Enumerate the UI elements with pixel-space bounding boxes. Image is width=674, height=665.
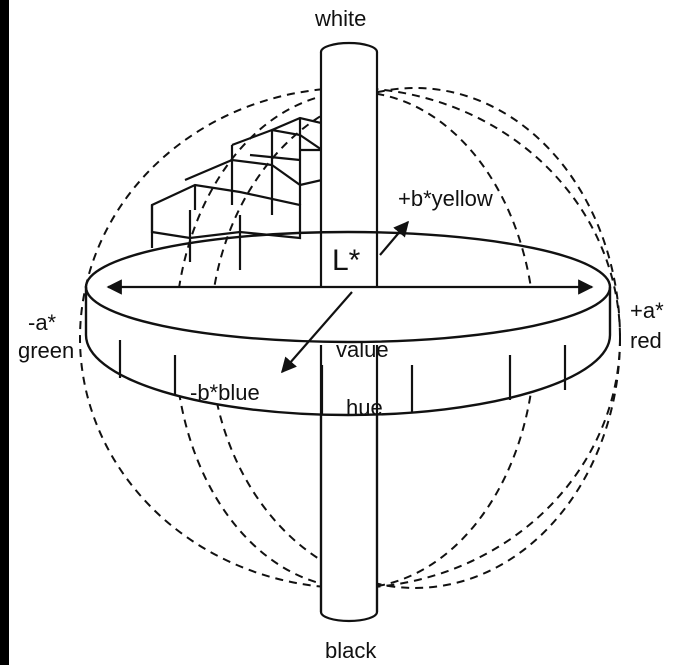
label-black: black [325,638,377,663]
label-neg-a: -a* [28,310,57,335]
left-border [0,0,9,665]
label-neg-b-blue: -b*blue [190,380,260,405]
label-pos-a: +a* [630,298,664,323]
label-pos-b-yellow: +b*yellow [398,186,493,211]
label-white: white [314,6,366,31]
color-sample-blocks [150,116,332,270]
label-red: red [630,328,662,353]
label-hue: hue [346,395,383,420]
label-value: value [336,337,389,362]
axis-arrows [106,220,594,374]
label-green: green [18,338,74,363]
label-l-star: L* [332,244,361,277]
